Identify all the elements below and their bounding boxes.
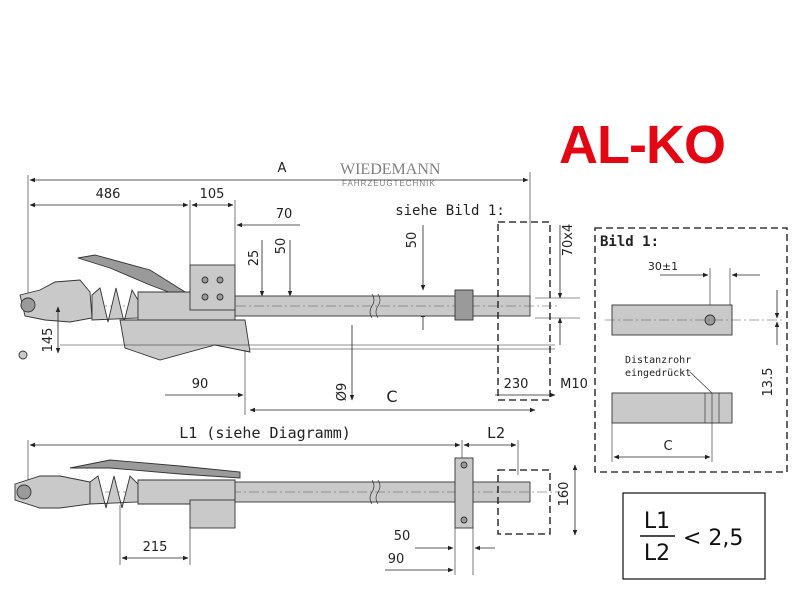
dim-M10: M10	[560, 377, 588, 392]
ratio-denominator: L2	[644, 541, 670, 566]
detail-title: Bild 1:	[600, 234, 659, 250]
bottom-view: L1 (siehe Diagramm) L2 160 215 50	[14, 424, 578, 575]
top-view: A 486 105 70 25 50 50	[18, 161, 588, 415]
dim-70x4: 70x4	[561, 224, 576, 257]
dim-L2: L2	[487, 424, 505, 442]
ratio-box: L1 L2 < 2,5	[622, 492, 766, 580]
dim-C-top: C	[386, 387, 397, 406]
see-detail-label: siehe Bild 1:	[395, 203, 505, 219]
detail-dim-C: C	[663, 439, 672, 454]
alko-logo: AL-KO	[559, 115, 726, 175]
dim-50-bottom: 50	[394, 529, 411, 544]
detail-note-line2: eingedrückt	[625, 368, 691, 379]
dim-215: 215	[143, 540, 168, 555]
dim-105: 105	[200, 187, 225, 202]
dim-50-left: 50	[274, 238, 289, 255]
dim-90-top: 90	[192, 377, 209, 392]
dim-486: 486	[96, 187, 121, 202]
watermark: WIEDEMANN FAHRZEUGTECHNIK	[340, 161, 441, 188]
watermark-line1: WIEDEMANN	[340, 161, 441, 178]
detail-bild1: Bild 1: 30±1 13.5 Distanzrohr eingedrück…	[594, 227, 788, 473]
dim-160: 160	[557, 482, 572, 507]
dim-L1: L1 (siehe Diagramm)	[179, 424, 351, 442]
dim-phi9: Ø9	[335, 383, 350, 402]
detail-dim-13-5: 13.5	[761, 368, 776, 397]
dim-90-bottom: 90	[388, 552, 405, 567]
dim-A: A	[278, 161, 287, 176]
ratio-relation: < 2,5	[683, 526, 743, 551]
dim-145: 145	[41, 328, 56, 353]
detail-note-line1: Distanzrohr	[625, 355, 691, 366]
dim-50-mid: 50	[405, 232, 420, 249]
dim-25: 25	[247, 250, 262, 267]
detail-dim-30: 30±1	[648, 260, 678, 273]
watermark-line2: FAHRZEUGTECHNIK	[342, 179, 436, 188]
ratio-numerator: L1	[644, 509, 670, 534]
dim-230: 230	[504, 377, 529, 392]
dim-70: 70	[276, 207, 293, 222]
alko-logo-text: AL-KO	[559, 115, 725, 175]
